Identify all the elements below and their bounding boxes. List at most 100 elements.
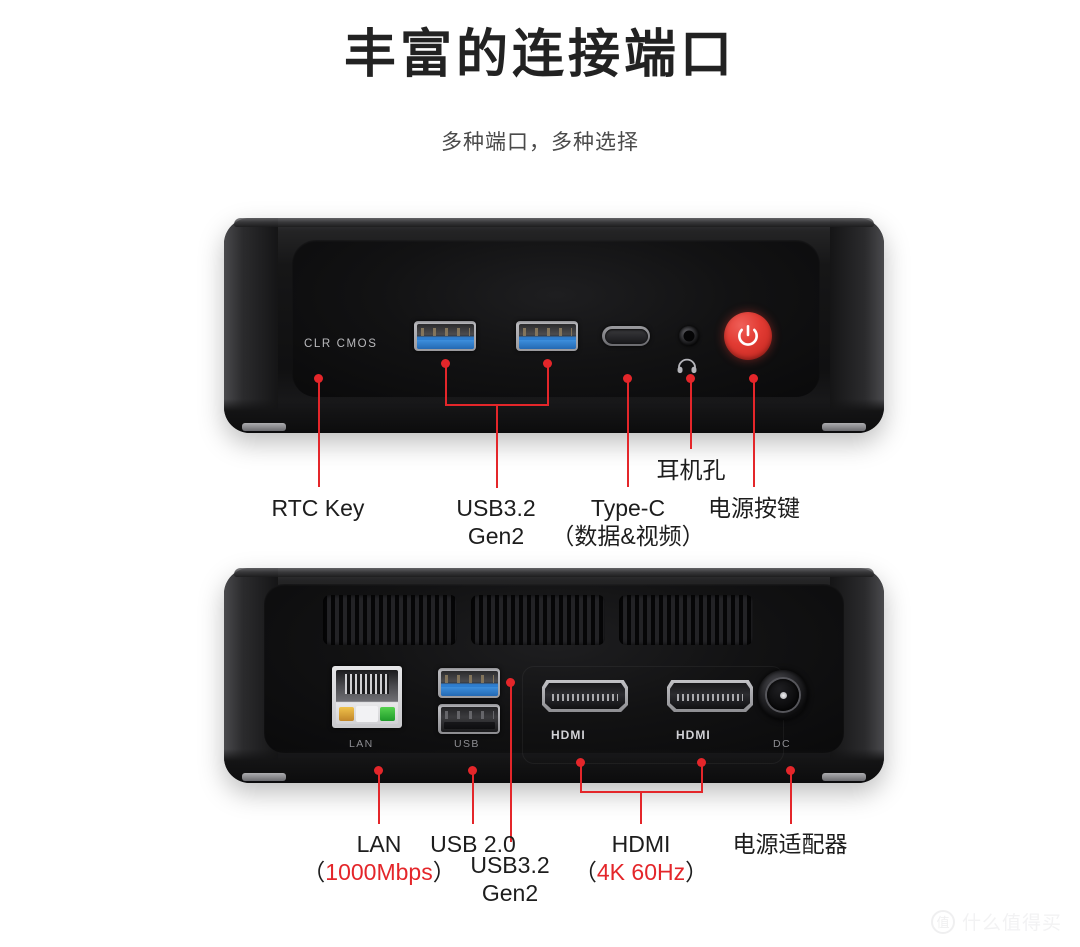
callout-line-dc (790, 770, 792, 824)
lan-led-green (380, 707, 395, 721)
callout-label-headphone: 耳机孔 (591, 456, 791, 484)
callout-line-power (753, 378, 755, 487)
callout-label-hdmi: HDMI （4K 60Hz） (541, 830, 741, 886)
callout-text-type-c-sub: （数据&视频） (551, 523, 705, 550)
callout-label-usb20: USB 2.0 (373, 830, 573, 858)
clr-cmos-silkscreen: CLR CMOS (304, 338, 378, 350)
callout-text-hdmi: HDMI (611, 831, 671, 857)
callout-dot-usb32-rear (506, 678, 515, 687)
callout-line-usb32-rear (510, 682, 512, 842)
hdmi-left-silkscreen: HDMI (551, 728, 586, 742)
device-foot-left-front (242, 423, 286, 431)
callout-dot-hdmi-right (697, 758, 706, 767)
page-title: 丰富的连接端口 (343, 26, 736, 84)
callout-text-rtc-key: RTC Key (271, 495, 365, 521)
ventilation-grille (323, 595, 753, 645)
hdmi-cavity (545, 683, 625, 709)
device-foot-right-front (822, 423, 866, 431)
callout-line-lan (378, 770, 380, 824)
page-header: 丰富的连接端口 多种端口，多种选择 (0, 0, 1080, 156)
callout-line-usb20 (472, 770, 474, 824)
headphone-jack-port[interactable] (679, 326, 699, 346)
callout-label-power: 电源按键 (654, 494, 854, 522)
callout-label-rtc-key: RTC Key (218, 494, 418, 522)
callout-text-usb20: USB 2.0 (430, 831, 516, 857)
hdmi-port-right[interactable] (667, 680, 753, 712)
device-foot-left-rear (242, 773, 286, 781)
device-base-front (224, 399, 884, 433)
callout-dot-usb20 (468, 766, 477, 775)
callout-dot-rtc-key (314, 374, 323, 383)
callout-line-rtc-key (318, 378, 320, 487)
callout-stem-hdmi (640, 791, 642, 824)
paren-open: （ (302, 859, 326, 886)
front-panel-stage: CLR CMOS (0, 218, 1080, 558)
usb-silkscreen: USB (454, 738, 480, 750)
dc-ring (767, 679, 799, 711)
lan-led-amber (339, 707, 354, 721)
lan-pins (345, 674, 389, 694)
device-top-lip-rear (234, 568, 874, 577)
usb-cavity (416, 323, 474, 349)
callout-text-hdmi-res: （4K 60Hz） (541, 858, 741, 886)
headset-icon (676, 356, 698, 379)
callout-text-type-c: Type-C (590, 495, 666, 521)
usb20-port-rear[interactable] (438, 704, 500, 734)
usb-cavity (440, 670, 498, 696)
callout-text-lan: LAN (356, 831, 402, 857)
callout-dot-usb-right (543, 359, 552, 368)
watermark-logo-icon: 值 (930, 909, 955, 934)
device-front-view: CLR CMOS (224, 218, 884, 433)
callout-text-usb32: USB3.2 (456, 495, 536, 521)
callout-line-headphone (690, 378, 692, 449)
usb32-gen2-port-rear[interactable] (438, 668, 500, 698)
callout-dot-type-c (623, 374, 632, 383)
vent-group-2 (471, 595, 605, 645)
usb32-gen2-port-right[interactable] (516, 321, 578, 351)
callout-label-lan: LAN （1000Mbps） (279, 830, 479, 886)
watermark-text: 什么值得买 (961, 913, 1062, 934)
hdmi-port-left[interactable] (542, 680, 628, 712)
callout-text-headphone: 耳机孔 (656, 457, 726, 483)
callout-line-hdmi-right (701, 762, 703, 792)
callout-line-type-c (627, 378, 629, 487)
device-top-lip-front (234, 218, 874, 227)
vent-group-1 (323, 595, 457, 645)
lan-cavity (336, 670, 398, 724)
callout-dot-hdmi-left (576, 758, 585, 767)
type-c-port[interactable] (602, 326, 650, 346)
type-c-cavity (604, 328, 648, 344)
paren-open: （ (573, 859, 597, 886)
callout-dot-headphone (686, 374, 695, 383)
callout-text-dc: 电源适配器 (732, 831, 848, 857)
hdmi-right-silkscreen: HDMI (676, 728, 711, 742)
callout-dot-lan (374, 766, 383, 775)
callout-line-usb-left (445, 363, 447, 405)
callout-text-power: 电源按键 (708, 495, 800, 521)
usb-cavity (518, 323, 576, 349)
dc-center-pin (779, 691, 787, 699)
power-icon (738, 324, 758, 346)
lan-tab (356, 706, 378, 722)
usb32-gen2-port-left[interactable] (414, 321, 476, 351)
hdmi-cavity (670, 683, 750, 709)
callout-text-usb32-rear-sub: Gen2 (481, 880, 539, 907)
paren-close: ） (685, 859, 709, 886)
vent-group-3 (619, 595, 753, 645)
callout-line-usb-right (547, 363, 549, 405)
callout-label-usb32-gen2: USB3.2 Gen2 (396, 494, 596, 550)
lan-silkscreen: LAN (349, 738, 374, 750)
dc-power-port[interactable] (758, 670, 808, 720)
callout-dot-usb-left (441, 359, 450, 368)
device-foot-right-rear (822, 773, 866, 781)
callout-line-hdmi-left (580, 762, 582, 792)
callout-dot-power (749, 374, 758, 383)
callout-text-usb32-rear: USB3.2 (470, 852, 550, 878)
lan-port[interactable] (332, 666, 402, 728)
power-button[interactable] (724, 312, 772, 360)
rear-panel-stage: LAN USB HDMI HDMI DC LAN (0, 568, 1080, 947)
callout-label-dc: 电源适配器 (690, 830, 890, 858)
usb-cavity (440, 706, 498, 732)
page-subtitle: 多种端口，多种选择 (441, 130, 639, 154)
callout-label-usb32-rear: USB3.2 Gen2 (410, 851, 610, 907)
